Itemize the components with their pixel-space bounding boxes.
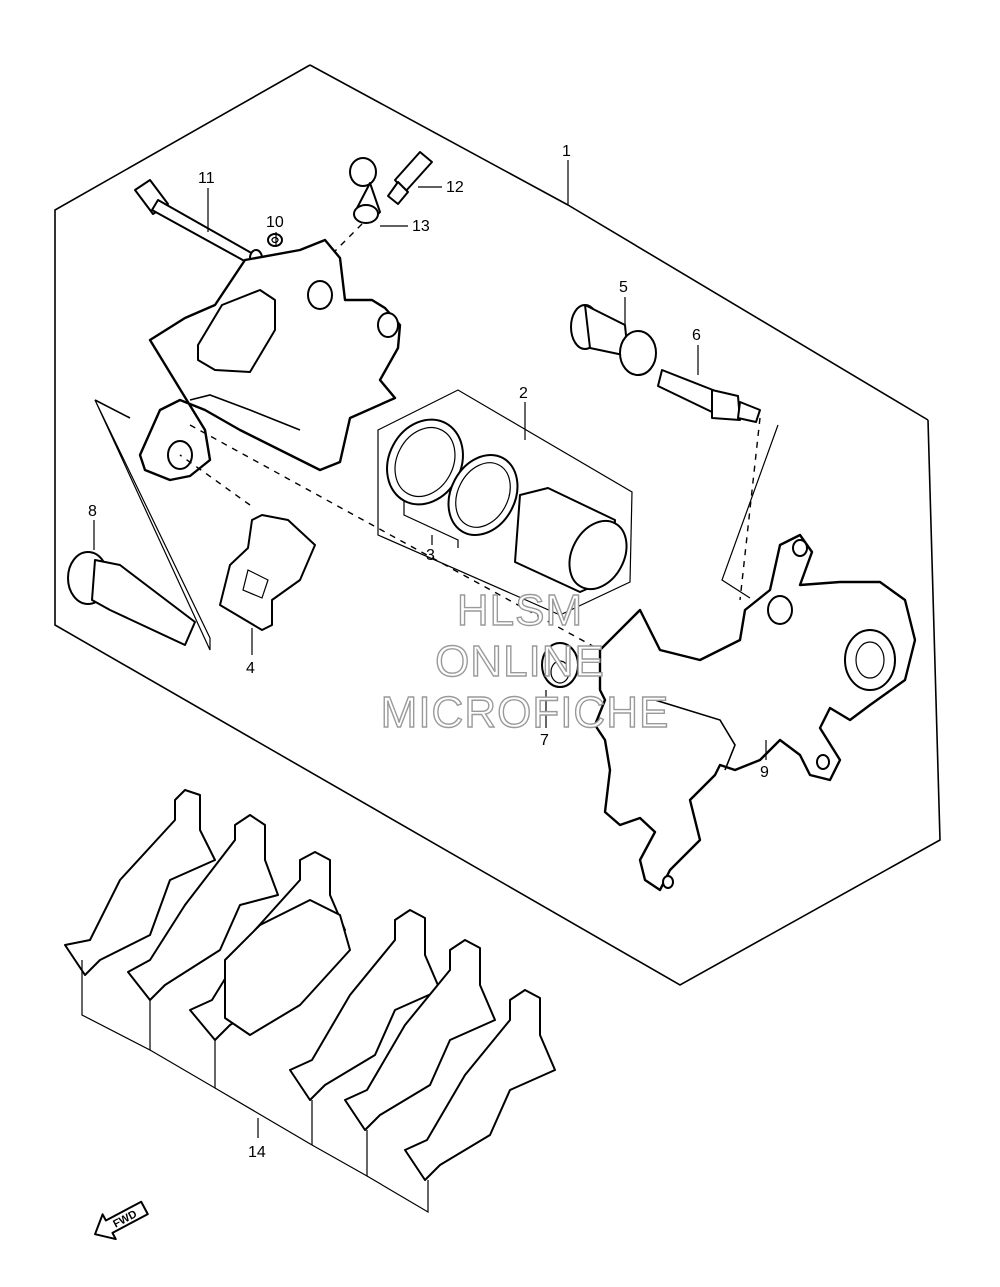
part-10-washer[interactable] (267, 233, 283, 247)
caliper-body[interactable] (138, 238, 402, 482)
callout-6: 6 (692, 327, 701, 344)
watermark: HLSM ONLINE MICROFICHE (380, 585, 670, 737)
callout-5: 5 (619, 279, 628, 296)
part-11-guide-pin[interactable] (134, 179, 263, 267)
callout-1: 1 (562, 143, 571, 160)
callout-12: 12 (446, 179, 464, 196)
callout-3: 3 (426, 547, 435, 564)
part-6-guide-bolt[interactable] (657, 369, 761, 423)
callout-14: 14 (248, 1144, 266, 1161)
callout-9: 9 (760, 764, 769, 781)
part-12-bleeder-valve[interactable] (387, 151, 433, 205)
watermark-line-2: ONLINE (435, 637, 605, 686)
part-7-boot[interactable] (541, 642, 579, 688)
part-2-piston-group (377, 389, 633, 616)
part-14-pad-shims[interactable] (64, 789, 556, 1181)
part-5-sleeve[interactable] (570, 304, 657, 376)
callout-8: 8 (88, 503, 97, 520)
leader-lines (93, 160, 767, 1138)
part-3-seal-inner[interactable] (435, 443, 531, 547)
callout-4: 4 (246, 660, 255, 677)
assembly-outline (54, 64, 941, 986)
callout-7: 7 (540, 732, 549, 749)
watermark-line-3: MICROFICHE (381, 688, 670, 737)
callout-2: 2 (519, 385, 528, 402)
part-8-pin-bolt[interactable] (67, 399, 211, 651)
callout-labels: 1 11 10 12 13 5 6 2 3 8 4 7 9 14 (88, 143, 769, 1161)
part-4-pad-spring[interactable] (219, 514, 316, 631)
watermark-line-1: HLSM (457, 586, 583, 635)
callout-13: 13 (412, 218, 430, 235)
callout-11: 11 (198, 170, 215, 187)
callout-10: 10 (266, 214, 284, 231)
part-9-caliper-bracket[interactable] (593, 533, 917, 892)
part-13-bleeder-cap[interactable] (349, 157, 381, 224)
part-2-piston[interactable] (514, 487, 638, 599)
fwd-arrow-icon: FWD (94, 1200, 149, 1241)
